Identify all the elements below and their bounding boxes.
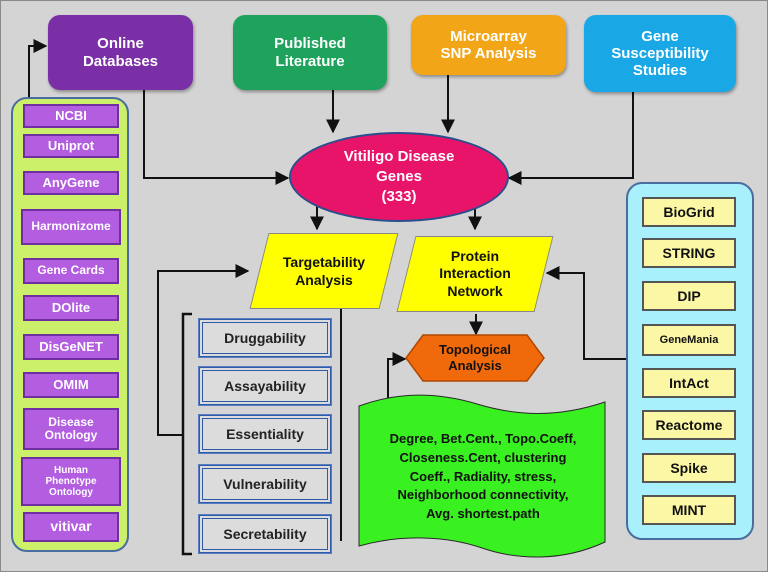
db-item-human-phenotype-ontology: Human Phenotype Ontology bbox=[21, 457, 121, 506]
criteria-druggability: Druggability bbox=[198, 318, 332, 358]
net-item-dip: DIP bbox=[642, 281, 736, 311]
db-item-dolite: DOlite bbox=[23, 295, 119, 321]
arrow-gene-to-center bbox=[507, 91, 634, 185]
vitiligo-genes-label: Vitiligo Disease Genes (333) bbox=[343, 147, 455, 206]
vitiligo-genes-ellipse: Vitiligo Disease Genes (333) bbox=[289, 132, 509, 222]
db-item-ncbi: NCBI bbox=[23, 104, 119, 128]
metrics-text: Degree, Bet.Cent., Topo.Coeff, Closeness… bbox=[389, 430, 577, 522]
gene-susceptibility-box: Gene Susceptibility Studies bbox=[584, 15, 736, 92]
net-item-biogrid: BioGrid bbox=[642, 197, 736, 227]
criteria-essentiality: Essentiality bbox=[198, 414, 332, 454]
arrow-online-to-center bbox=[143, 89, 290, 185]
online-databases-box: Online Databases bbox=[48, 15, 193, 90]
db-item-uniprot: Uniprot bbox=[23, 134, 119, 158]
net-item-mint: MINT bbox=[642, 495, 736, 525]
protein-interaction-network-box: Protein Interaction Network bbox=[396, 236, 554, 312]
db-item-anygene: AnyGene bbox=[23, 171, 119, 195]
arrow-bracket-to-targetability bbox=[157, 264, 250, 436]
db-item-disgenet: DisGeNET bbox=[23, 334, 119, 360]
topological-label: Topological Analysis bbox=[439, 341, 511, 373]
network-database-panel bbox=[626, 182, 754, 540]
metrics-shape bbox=[358, 394, 606, 558]
db-item-vitivar: vitivar bbox=[23, 512, 119, 542]
db-item-gene-cards: Gene Cards bbox=[23, 258, 119, 284]
db-item-disease-ontology: Disease Ontology bbox=[23, 408, 119, 450]
published-literature-box: Published Literature bbox=[233, 15, 387, 90]
arrow-network-to-ppi bbox=[545, 266, 626, 360]
arrow-db-panel-to-online bbox=[28, 39, 48, 97]
db-item-omim: OMIM bbox=[23, 372, 119, 398]
criteria-assayability: Assayability bbox=[198, 366, 332, 406]
db-item-harmonizome: Harmonizome bbox=[21, 209, 121, 245]
targetability-label: Targetability Analysis bbox=[282, 253, 366, 288]
net-item-string: STRING bbox=[642, 238, 736, 268]
net-item-genemania: GeneMania bbox=[642, 324, 736, 356]
net-item-reactome: Reactome bbox=[642, 410, 736, 440]
targetability-analysis-box: Targetability Analysis bbox=[249, 233, 399, 309]
microarray-snp-box: Microarray SNP Analysis bbox=[411, 15, 566, 75]
topological-hexagon bbox=[405, 334, 545, 382]
ppi-label: Protein Interaction Network bbox=[439, 247, 511, 299]
net-item-spike: Spike bbox=[642, 453, 736, 483]
criteria-vulnerability: Vulnerability bbox=[198, 464, 332, 504]
criteria-bracket bbox=[181, 312, 192, 556]
net-item-intact: IntAct bbox=[642, 368, 736, 398]
criteria-secretability: Secretability bbox=[198, 514, 332, 554]
